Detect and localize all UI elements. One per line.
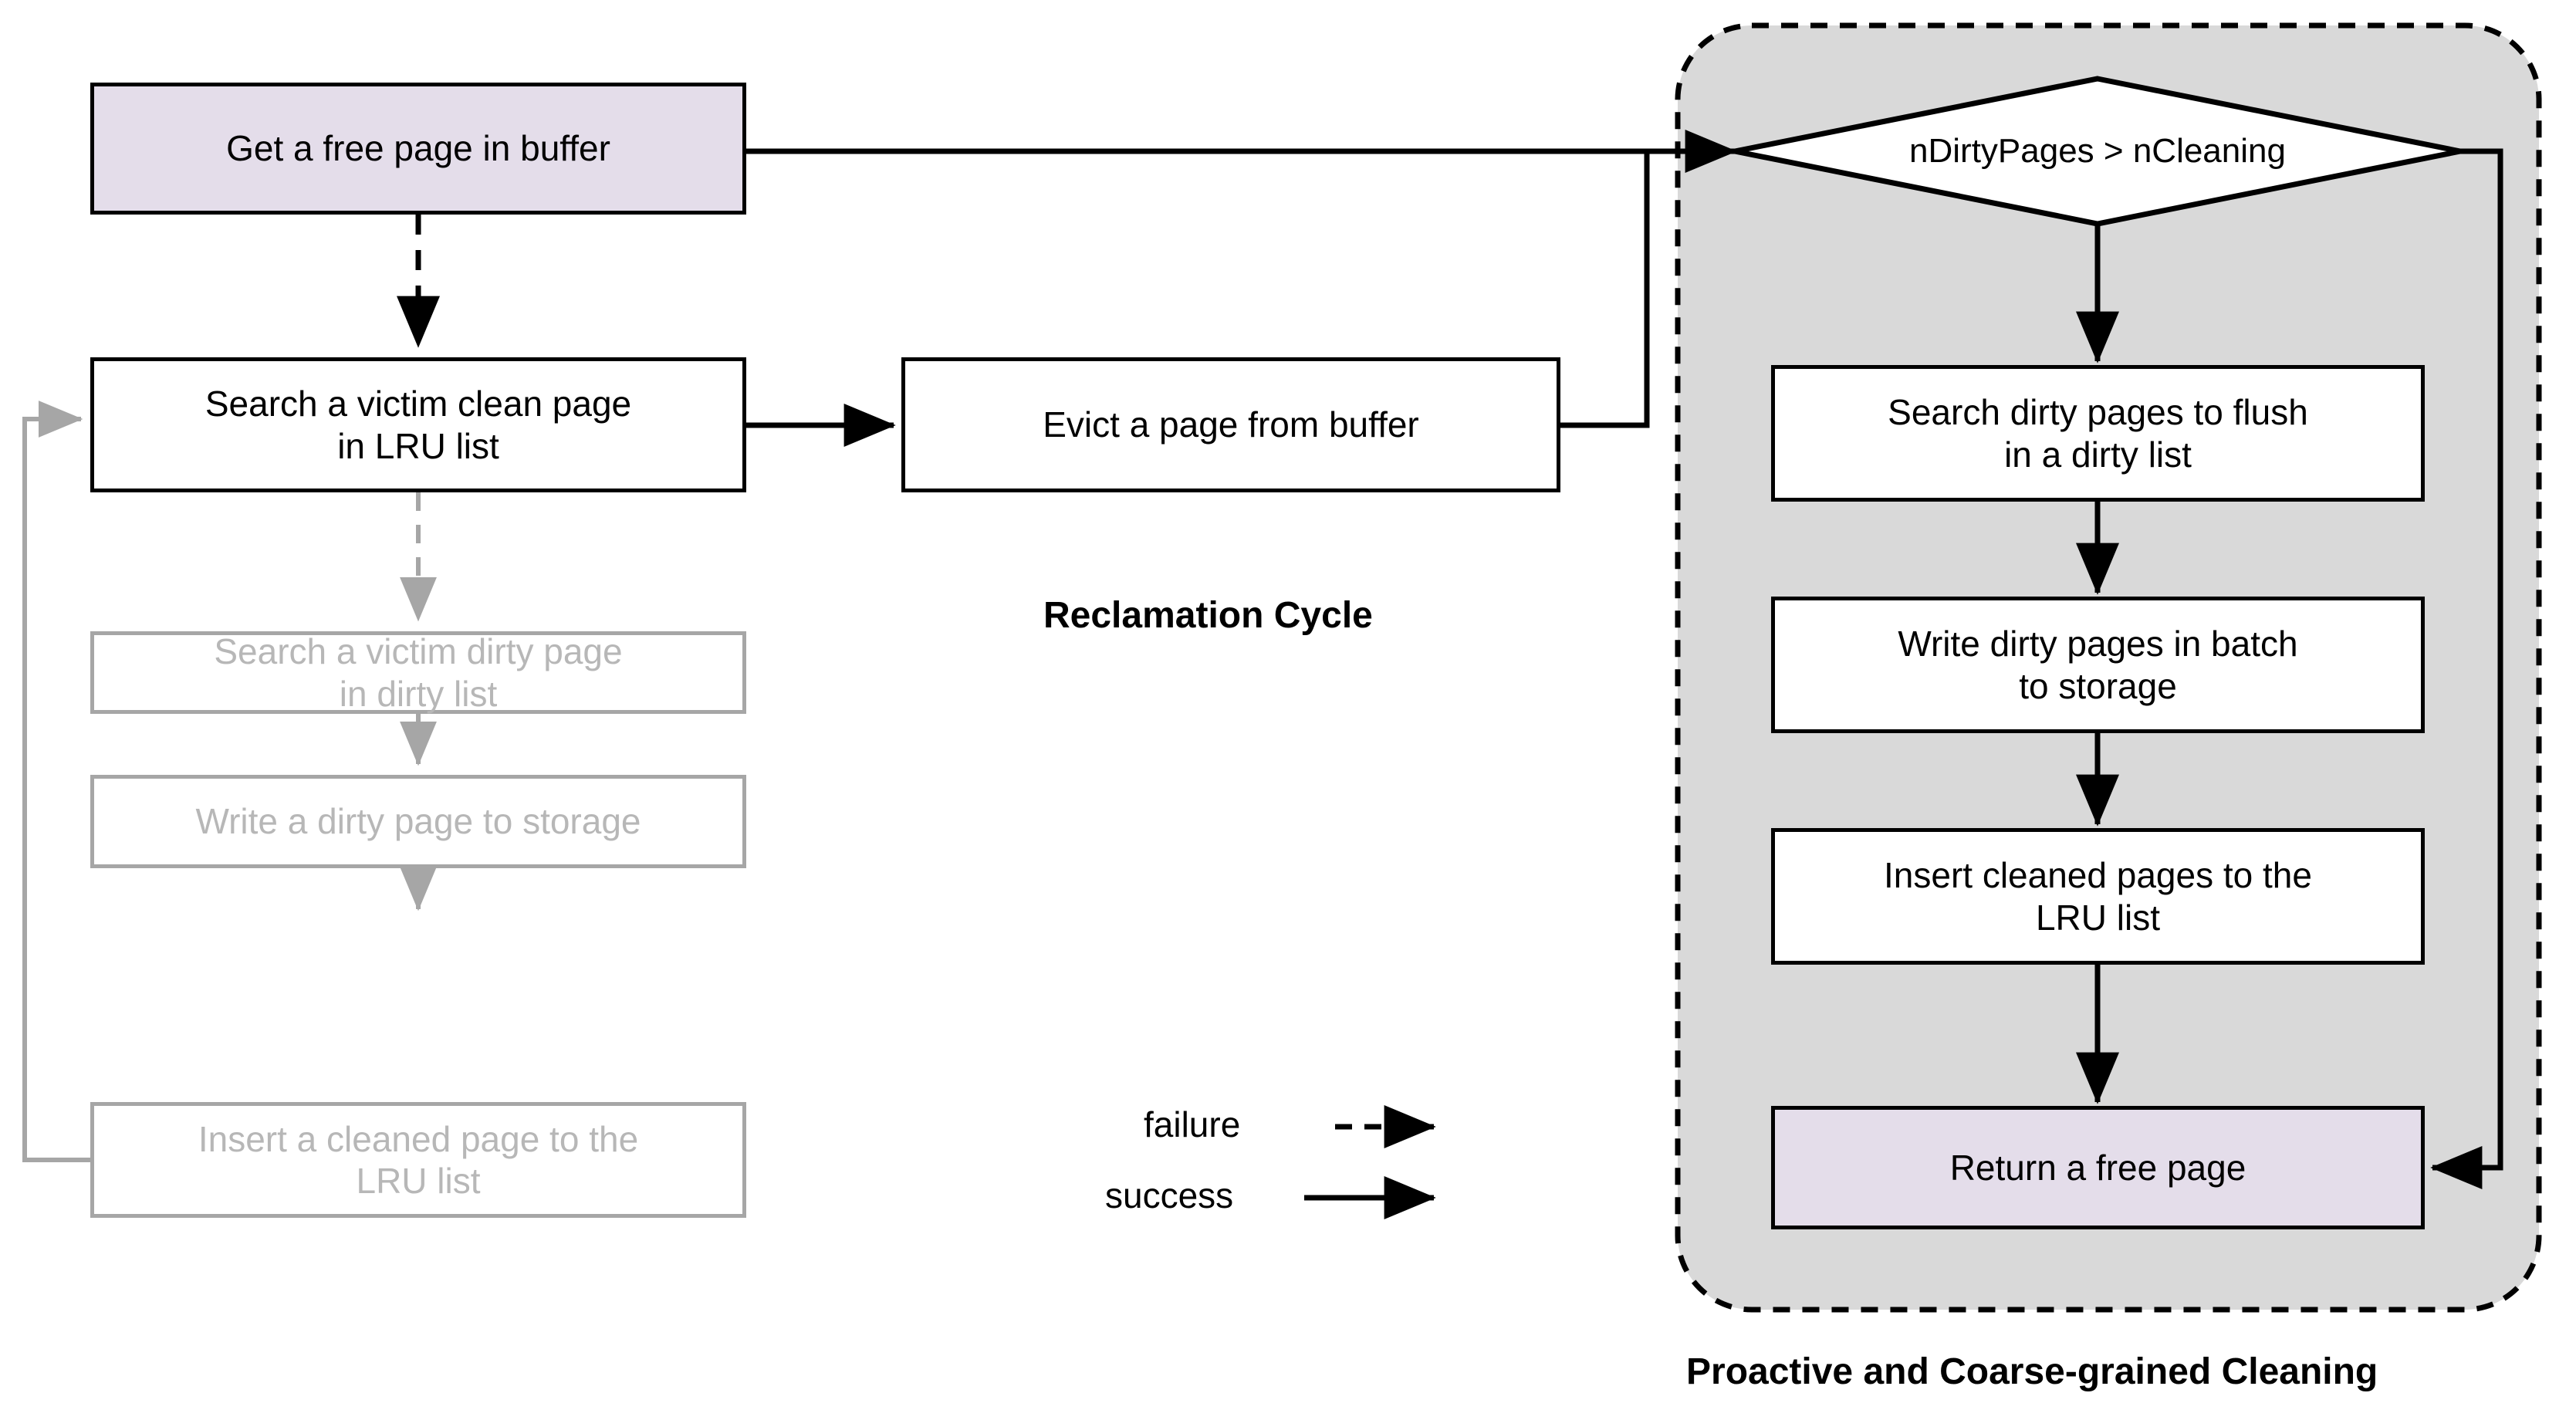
caption-proactive-cleaning: Proactive and Coarse-grained Cleaning (1686, 1351, 2378, 1392)
node-write-dirty-page-label: Write a dirty page to storage (195, 801, 641, 842)
caption-reclamation-cycle: Reclamation Cycle (1043, 595, 1373, 636)
node-get-free-page[interactable]: Get a free page in buffer (90, 83, 746, 215)
node-return-free-page-label: Return a free page (1949, 1147, 2246, 1188)
node-get-free-page-label: Get a free page in buffer (226, 128, 610, 169)
node-evict-page[interactable]: Evict a page from buffer (901, 357, 1560, 492)
node-evict-page-label: Evict a page from buffer (1043, 404, 1419, 445)
node-decision-ndirtypages[interactable]: nDirtyPages > nCleaning (1735, 79, 2460, 224)
edge-evict-to-decision (1560, 151, 1650, 428)
node-write-dirty-page[interactable]: Write a dirty page to storage (90, 775, 746, 868)
node-decision-label: nDirtyPages > nCleaning (1909, 132, 2286, 170)
legend-failure-label: failure (1144, 1104, 1241, 1144)
edge-insertcleaned-loopback (22, 401, 90, 1162)
node-return-free-page[interactable]: Return a free page (1771, 1106, 2425, 1229)
legend-success-label: success (1105, 1175, 1234, 1215)
edge-decision-to-returnfree (2430, 148, 2503, 1189)
